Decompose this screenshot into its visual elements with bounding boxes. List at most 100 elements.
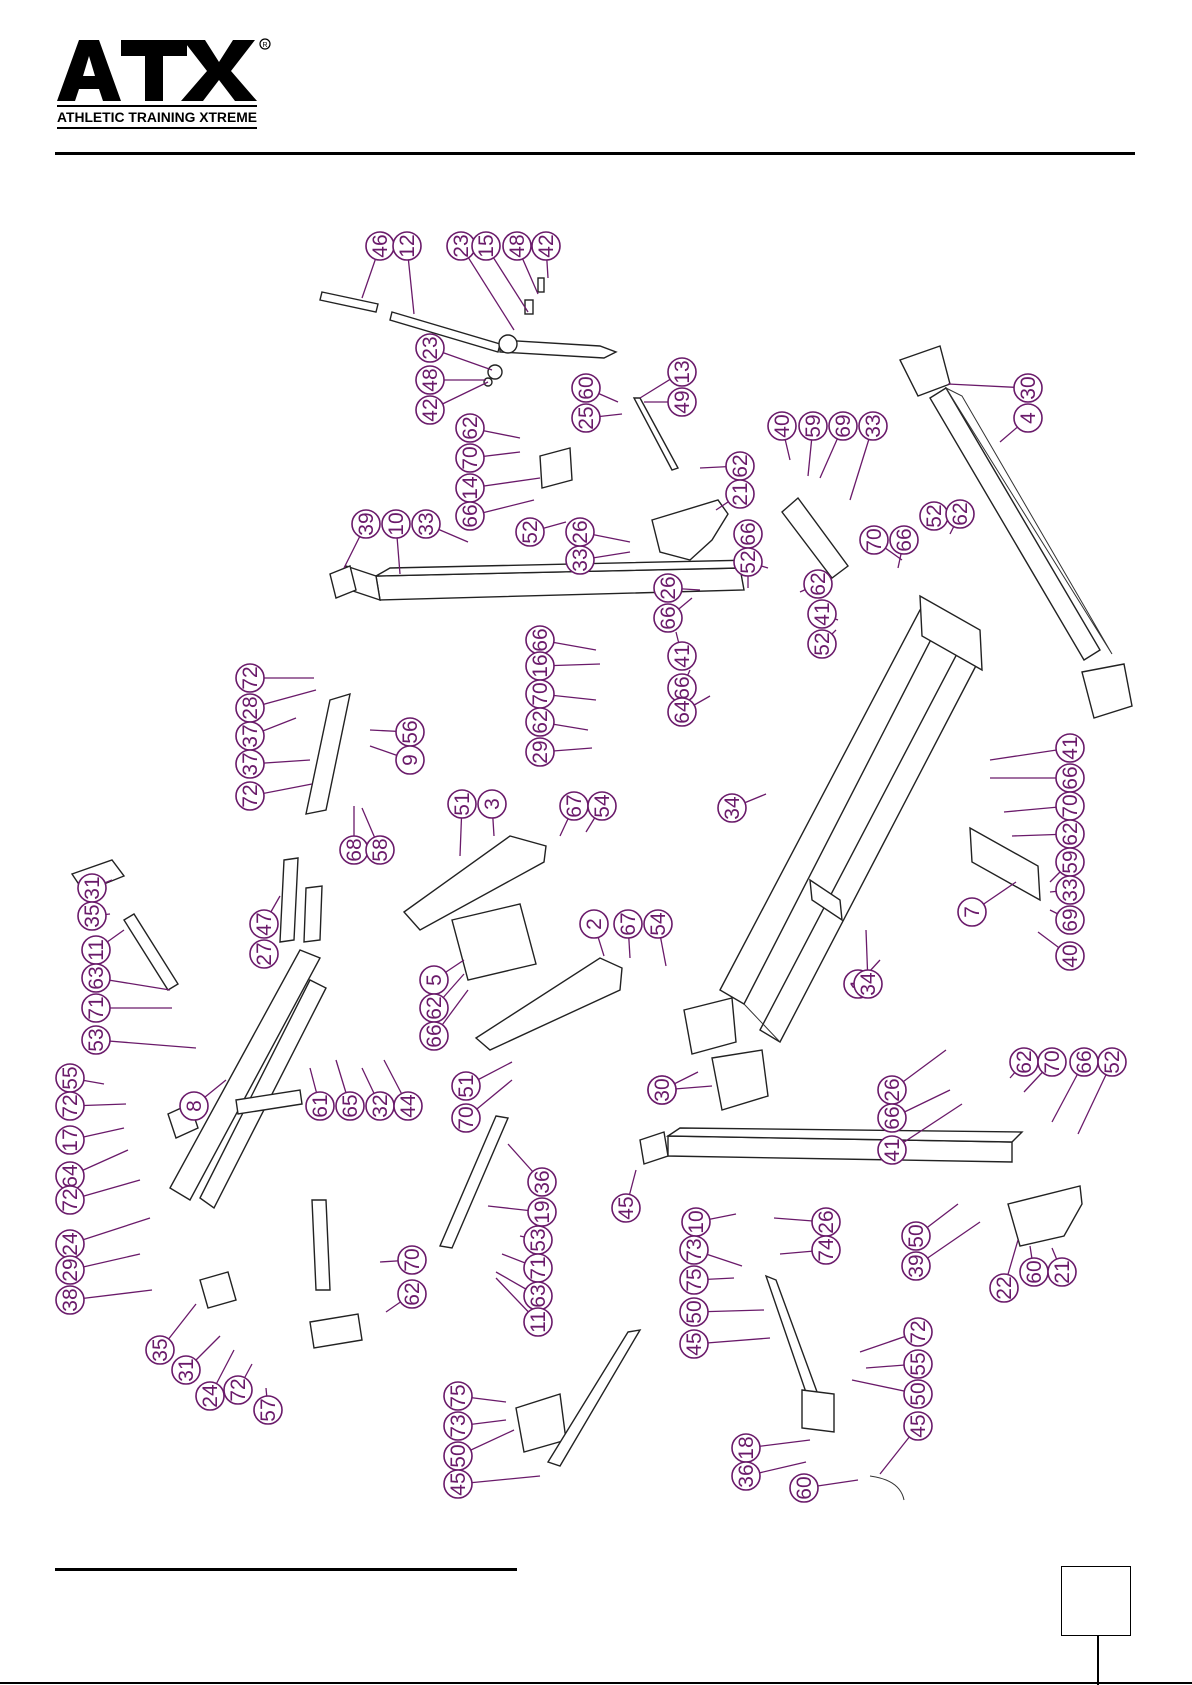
callout-number: 26 (657, 576, 680, 599)
callout-number: 22 (993, 1276, 1016, 1299)
part-callout: 49 (644, 387, 697, 417)
part-callout: 26 (565, 517, 631, 547)
part-callout: 60 (1019, 1245, 1049, 1287)
callout-number: 8 (183, 1100, 206, 1112)
part-callout: 52 (515, 517, 567, 547)
page-number-box (1061, 1566, 1131, 1636)
part-callout: 47 (249, 895, 281, 939)
bracket-18 (515, 1393, 567, 1453)
part-callout: 41 (989, 733, 1085, 763)
part-callout: 30 (947, 373, 1043, 403)
part-callout: 62 (699, 451, 755, 481)
pad-47-b (303, 885, 323, 943)
callout-number: 58 (369, 838, 392, 861)
callout-number: 33 (862, 414, 885, 437)
callout-number: 51 (451, 792, 474, 815)
callout-number: 32 (369, 1094, 392, 1117)
part-callout: 66 (419, 989, 469, 1051)
part-callout: 36 (507, 1143, 557, 1197)
callout-number: 41 (1059, 736, 1082, 759)
callout-number: 33 (415, 512, 438, 535)
part-callout: 51 (451, 1061, 513, 1101)
part-callout: 7 (957, 881, 1017, 927)
callout-number: 36 (735, 1464, 758, 1487)
part-callout: 52 (1077, 1047, 1127, 1135)
part-callout: 12 (392, 231, 422, 315)
part-callout: 62 (945, 499, 975, 535)
part-callout: 10 (381, 509, 411, 575)
part-callout: 26 (653, 573, 701, 603)
base-24-lower (199, 1271, 237, 1309)
part-callout: 26 (773, 1207, 841, 1237)
part-callout: 66 (1051, 1047, 1099, 1123)
callout-number: 27 (253, 942, 276, 965)
part-callout: 52 (807, 629, 837, 659)
part-callout: 66 (455, 499, 535, 531)
part-callout: 23 (446, 231, 515, 331)
callout-number: 74 (815, 1238, 838, 1262)
part-callout: 8 (179, 1079, 227, 1121)
callout-number: 12 (396, 234, 419, 257)
part-callout: 45 (879, 1411, 933, 1475)
part-callout: 51 (447, 789, 477, 857)
callout-number: 48 (506, 234, 529, 257)
page-bottom-rule (0, 1682, 1192, 1684)
part-callout: 38 (55, 1285, 153, 1315)
callout-number: 48 (419, 368, 442, 391)
part-callout: 67 (613, 909, 643, 959)
callout-number: 72 (59, 1188, 82, 1211)
part-callout: 17 (55, 1125, 125, 1155)
part-callout: 33 (411, 509, 469, 543)
part-callout: 70 (379, 1245, 427, 1275)
callout-number: 54 (591, 794, 614, 818)
part-callout: 56 (369, 717, 425, 747)
callout-number: 29 (59, 1258, 82, 1281)
part-callout: 58 (361, 807, 395, 865)
callout-number: 71 (85, 996, 108, 1019)
part-callout: 11 (495, 1277, 553, 1337)
callout-number: 57 (257, 1398, 280, 1421)
callout-number: 50 (447, 1444, 470, 1467)
part-callout: 69 (1049, 905, 1085, 935)
callout-number: 26 (881, 1078, 904, 1101)
part-callout: 66 (525, 625, 597, 655)
part-callout: 30 (647, 1075, 713, 1105)
part-callout: 33 (849, 411, 888, 501)
part-callout: 62 (525, 707, 589, 737)
part-callout: 55 (55, 1063, 105, 1093)
callout-number: 35 (149, 1338, 172, 1361)
part-callout: 72 (223, 1363, 253, 1405)
end-cap-39-top (329, 565, 357, 599)
callout-number: 70 (401, 1248, 424, 1271)
tube-11-upper (123, 913, 179, 991)
part-callout: 62 (385, 1279, 427, 1313)
part-callout: 13 (639, 357, 697, 399)
callout-number: 41 (811, 602, 834, 625)
callout-number: 75 (683, 1268, 706, 1291)
callout-number: 45 (683, 1332, 706, 1355)
callout-number: 49 (671, 390, 694, 413)
bracket-7 (969, 826, 1041, 902)
atx-logo-letters (57, 40, 257, 101)
part-callout: 33 (1049, 875, 1085, 905)
callout-number: 11 (527, 1311, 550, 1333)
callout-number: 62 (1059, 822, 1082, 845)
part-callout: 67 (559, 791, 589, 837)
callout-number: 44 (397, 1094, 420, 1118)
part-callout: 71 (81, 993, 172, 1023)
callout-number: 35 (81, 904, 104, 927)
callout-number: 66 (737, 522, 760, 545)
callout-number: 66 (881, 1106, 904, 1129)
callout-number: 70 (459, 446, 482, 469)
part-callout: 72 (235, 781, 313, 811)
callout-number: 50 (905, 1224, 928, 1247)
callout-number: 50 (907, 1382, 930, 1405)
part-callout: 57 (253, 1387, 283, 1425)
callout-leader (460, 245, 515, 331)
callout-number: 56 (399, 720, 422, 743)
callout-number: 5 (423, 974, 446, 986)
part-callout: 60 (789, 1473, 859, 1503)
callout-number: 63 (85, 966, 108, 989)
callout-number: 55 (907, 1352, 930, 1375)
